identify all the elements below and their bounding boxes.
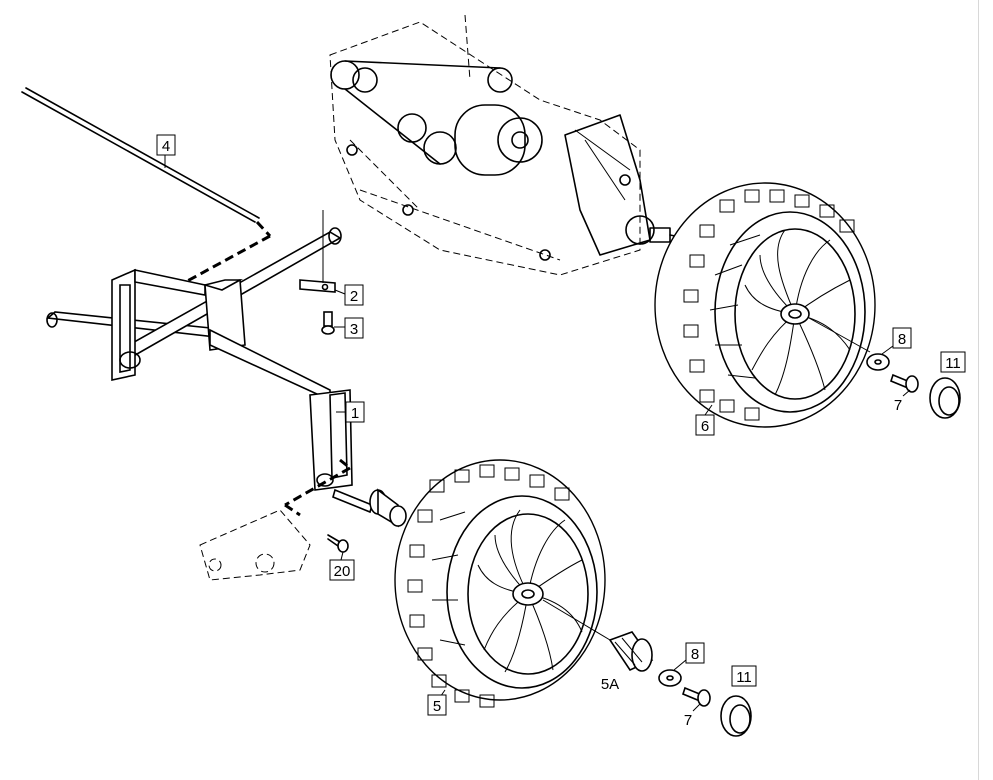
callout-4: 4: [156, 134, 176, 156]
svg-text:11: 11: [736, 669, 752, 686]
callout-5a: 5A: [601, 676, 619, 693]
svg-text:2: 2: [350, 288, 358, 305]
svg-text:6: 6: [701, 418, 709, 435]
callout-7-lower: 7: [684, 712, 692, 729]
svg-text:5: 5: [433, 698, 441, 715]
callout-8-upper: 8: [881, 327, 912, 355]
mounting-bracket: [199, 509, 311, 581]
callout-20: 20: [329, 551, 355, 581]
bolt-upper: [890, 373, 919, 393]
callout-5: 5: [427, 694, 447, 716]
washer-upper: [866, 353, 890, 371]
bolt-lower: [682, 686, 711, 707]
lower-wheel: [394, 459, 611, 708]
leader-7-upper: [902, 389, 911, 397]
rod: [21, 87, 272, 287]
upper-wheel: [654, 182, 876, 428]
callout-2: 2: [334, 284, 364, 306]
axle-spacer: [332, 488, 407, 528]
svg-text:8: 8: [691, 646, 699, 663]
callout-11-upper: 11: [940, 351, 966, 373]
hub: [608, 631, 654, 672]
transaxle-assembly: [329, 14, 686, 276]
page-edge-rule: [978, 0, 979, 780]
leader-7-lower: [692, 703, 701, 712]
frame-weldment: [46, 227, 353, 517]
callout-7-upper: 7: [894, 397, 902, 414]
svg-text:4: 4: [162, 138, 170, 155]
plate: [299, 210, 336, 293]
washer-lower: [658, 669, 682, 687]
callout-3: 3: [334, 317, 364, 339]
cap-lower: [720, 695, 752, 737]
callout-8-lower: 8: [673, 642, 705, 671]
svg-text:8: 8: [898, 331, 906, 348]
cap-upper: [929, 377, 961, 419]
svg-text:1: 1: [351, 405, 359, 422]
svg-text:11: 11: [945, 355, 961, 372]
svg-text:3: 3: [350, 321, 358, 338]
callout-6: 6: [695, 414, 715, 436]
svg-text:20: 20: [334, 563, 351, 580]
bolt: [321, 311, 335, 335]
callout-11-lower: 11: [731, 665, 757, 687]
bolt-20: [327, 534, 349, 553]
callout-1: 1: [336, 401, 365, 423]
